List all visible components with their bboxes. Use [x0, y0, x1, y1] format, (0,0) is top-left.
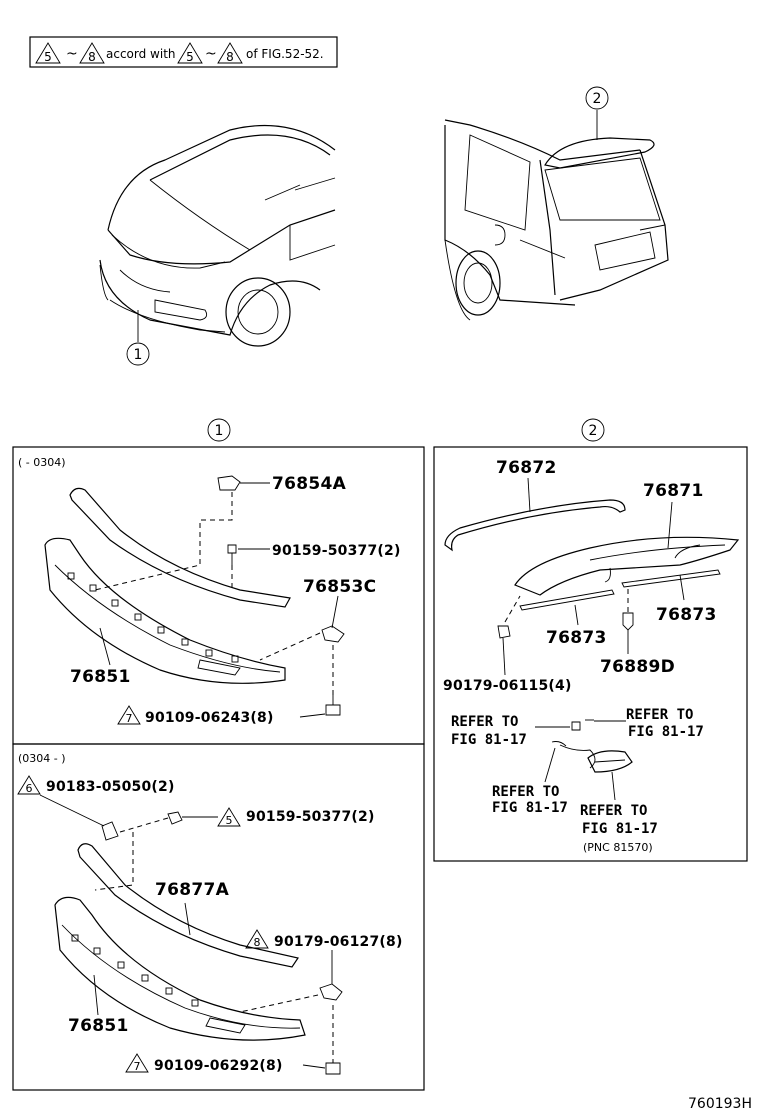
svg-text:FIG 81-17: FIG 81-17 [628, 724, 704, 740]
panel-rear-spoiler: 76872 76871 76873 76873 76889D 90179-061… [433, 446, 748, 862]
part-90109-06292: 90109-06292(8) [154, 1058, 283, 1074]
svg-text:8: 8 [226, 50, 234, 64]
svg-text:accord with: accord with [106, 47, 176, 61]
svg-text:8: 8 [88, 50, 96, 64]
panel1-callout: 1 [207, 418, 231, 442]
part-76871: 76871 [643, 481, 704, 501]
part-76873-a: 76873 [546, 628, 607, 648]
part-90159-50377-late: 90159-50377(2) [246, 809, 375, 825]
panel-front-early: ( - 0304) [12, 446, 425, 745]
svg-text:(PNC 81570): (PNC 81570) [583, 841, 653, 854]
svg-text:~: ~ [205, 46, 217, 62]
front-callout: 1 [126, 342, 150, 366]
part-76873-b: 76873 [656, 605, 717, 625]
svg-text:REFER TO: REFER TO [626, 707, 693, 723]
part-76851-late: 76851 [68, 1016, 129, 1036]
svg-text:5: 5 [44, 50, 52, 64]
part-76853C: 76853C [303, 577, 376, 597]
svg-text:~: ~ [66, 46, 78, 62]
part-90183-05050: 90183-05050(2) [46, 779, 175, 795]
svg-text:5: 5 [186, 50, 194, 64]
svg-text:1: 1 [134, 347, 143, 363]
part-90109-06243: 90109-06243(8) [145, 710, 274, 726]
part-90179-06115: 90179-06115(4) [443, 678, 572, 694]
svg-text:7: 7 [134, 1060, 141, 1073]
panel2-callout: 2 [581, 418, 605, 442]
part-76872: 76872 [496, 458, 557, 478]
svg-text:FIG 81-17: FIG 81-17 [582, 821, 658, 837]
svg-text:8: 8 [254, 936, 261, 949]
svg-text:1: 1 [215, 423, 224, 439]
svg-text:FIG 81-17: FIG 81-17 [451, 732, 527, 748]
part-76854A: 76854A [272, 474, 347, 494]
svg-text:5: 5 [226, 814, 233, 827]
svg-text:of FIG.52-52.: of FIG.52-52. [246, 47, 324, 61]
rear-callout: 2 [585, 86, 609, 110]
part-90179-06127: 90179-06127(8) [274, 934, 403, 950]
svg-text:REFER TO: REFER TO [451, 714, 518, 730]
figure-code: 760193H [688, 1096, 752, 1112]
svg-text:( - 0304): ( - 0304) [18, 456, 66, 469]
svg-text:(0304 - ): (0304 - ) [18, 752, 66, 765]
part-76877A: 76877A [155, 880, 230, 900]
svg-text:FIG 81-17: FIG 81-17 [492, 800, 568, 816]
svg-text:2: 2 [589, 423, 598, 439]
svg-text:2: 2 [593, 91, 602, 107]
svg-text:REFER TO: REFER TO [580, 803, 647, 819]
rear-car-illustration [444, 110, 669, 321]
header-note: 5 ~ 8 accord with 5 ~ 8 of FIG.52-52. [29, 36, 338, 68]
panel-front-late: (0304 - ) 6 90183-05050(2) 5 90159-50377… [12, 743, 425, 1091]
front-car-illustration [99, 124, 336, 347]
svg-text:6: 6 [26, 782, 33, 795]
part-90159-50377: 90159-50377(2) [272, 543, 401, 559]
svg-text:REFER TO: REFER TO [492, 784, 559, 800]
part-76889D: 76889D [600, 657, 675, 677]
svg-text:7: 7 [126, 712, 133, 725]
part-76851: 76851 [70, 667, 131, 687]
